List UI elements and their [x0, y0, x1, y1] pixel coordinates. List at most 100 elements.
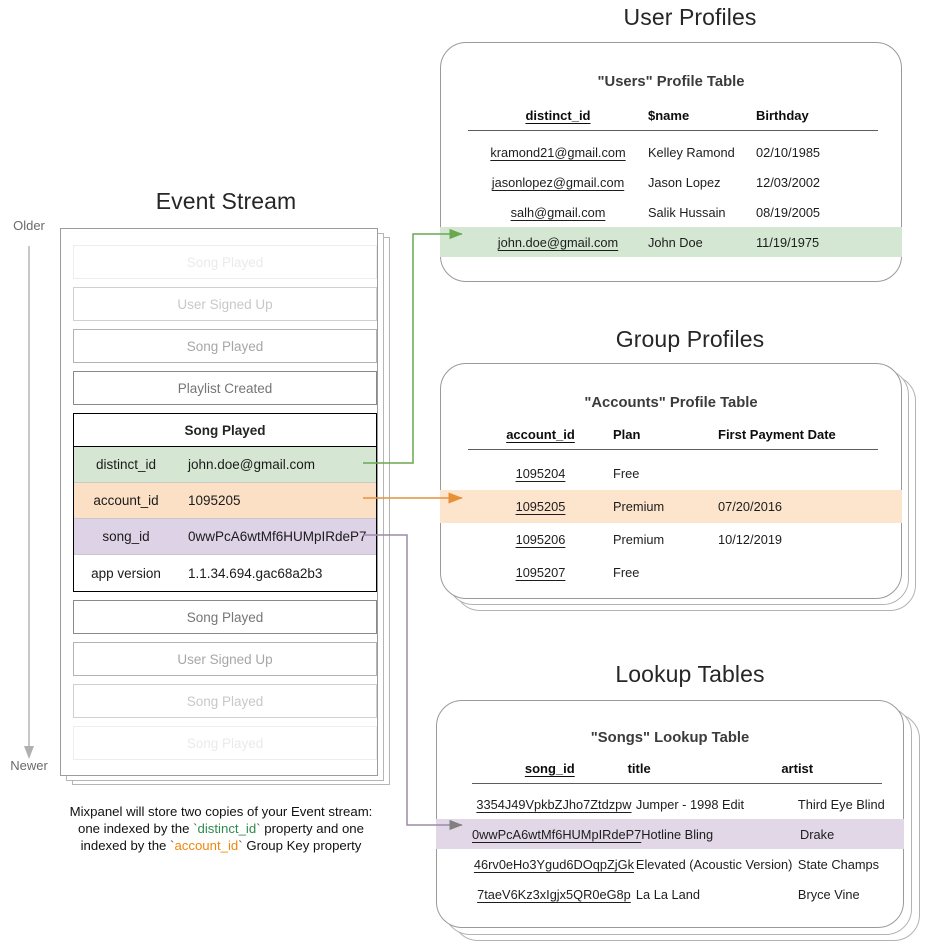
table-row[interactable]: 1095204 Free: [440, 457, 902, 490]
songs-cell-title: Hotline Bling: [641, 826, 714, 842]
users-cell-distinct-id: kramond21@gmail.com: [490, 144, 626, 160]
group-profiles-title: Group Profiles: [615, 326, 765, 352]
event-property-key: app version: [91, 565, 161, 581]
users-cell-distinct-id: john.doe@gmail.com: [497, 234, 619, 250]
event-property-key: song_id: [102, 529, 150, 544]
songs-cell-title: Jumper - 1998 Edit: [635, 796, 745, 812]
event-chip-label: Song Played: [186, 735, 264, 751]
accounts-col-account-id: account_id: [506, 427, 575, 442]
event-property-value: john.doe@gmail.com: [188, 457, 316, 472]
songs-table-header-row: song_id title artist: [472, 755, 882, 782]
table-row[interactable]: 3354J49VpkbZJho7Ztdzpw Jumper - 1998 Edi…: [436, 789, 904, 819]
table-row[interactable]: salh@gmail.com Salik Hussain 08/19/2005: [440, 197, 902, 227]
songs-cell-artist: Third Eye Blind: [797, 796, 885, 812]
songs-cell-title: La La Land: [635, 886, 700, 902]
event-chip[interactable]: User Signed Up: [73, 642, 377, 676]
accounts-card-layer-1: [440, 363, 902, 599]
songs-col-title: title: [627, 761, 651, 776]
event-chip-label: Song Played: [186, 609, 264, 625]
event-chip[interactable]: User Signed Up: [73, 287, 377, 321]
group-profiles-panel: "Accounts" Profile Table account_id Plan…: [440, 363, 930, 618]
table-row-highlighted[interactable]: 1095205 Premium 07/20/2016: [440, 490, 902, 523]
connector-distinct-id-to-users: [363, 228, 463, 464]
event-chip[interactable]: Song Played: [73, 329, 377, 363]
event-property-row: account_id 1095205: [74, 483, 376, 519]
songs-cell-artist: Drake: [800, 826, 835, 842]
users-cell-birthday: 11/19/1975: [756, 234, 820, 250]
users-col-distinct-id: distinct_id: [525, 108, 591, 123]
axis-label-newer: Newer: [10, 758, 48, 773]
users-cell-name: John Doe: [648, 234, 703, 250]
accounts-table-header-row: account_id Plan First Payment Date: [468, 421, 878, 448]
songs-table: song_id title artist 3354J49VpkbZJho7Ztd…: [436, 755, 904, 909]
event-chip[interactable]: Song Played: [73, 726, 377, 760]
expanded-event-name: Song Played: [74, 414, 376, 447]
event-chip-label: User Signed Up: [177, 651, 273, 667]
users-table-header-row: distinct_id $name Birthday: [468, 102, 878, 129]
expanded-event-card[interactable]: Song Played distinct_id john.doe@gmail.c…: [73, 413, 377, 592]
songs-cell-artist: Bryce Vine: [797, 886, 860, 902]
songs-cell-song-id: 0wwPcA6wtMf6HUMpIRdeP7: [472, 826, 642, 842]
users-table: distinct_id $name Birthday kramond21@gma…: [440, 102, 902, 257]
connector-song-id-to-songs: [363, 534, 463, 831]
songs-col-artist: artist: [781, 761, 814, 776]
event-property-row: distinct_id john.doe@gmail.com: [74, 447, 376, 483]
table-row[interactable]: 1095207 Free: [440, 556, 902, 589]
event-chip[interactable]: Song Played: [73, 245, 377, 279]
table-row-highlighted[interactable]: 0wwPcA6wtMf6HUMpIRdeP7 Hotline Bling Dra…: [436, 819, 904, 849]
caption-line-1: Mixpanel will store two copies of your E…: [69, 804, 373, 819]
table-row[interactable]: 7taeV6Kz3xIgjx5QR0eG8p La La Land Bryce …: [436, 879, 904, 909]
accounts-cell-first-payment-date: 10/12/2019: [718, 532, 783, 547]
backtick-close: `: [238, 838, 243, 853]
songs-table-title: "Songs" Lookup Table: [590, 730, 750, 746]
accounts-col-plan: Plan: [613, 427, 641, 442]
event-chip-label: Playlist Created: [177, 380, 273, 396]
table-row[interactable]: 1095206 Premium 10/12/2019: [440, 523, 902, 556]
event-chip[interactable]: Playlist Created: [73, 371, 377, 405]
users-cell-distinct-id: salh@gmail.com: [510, 204, 606, 220]
songs-cell-song-id: 3354J49VpkbZJho7Ztdzpw: [476, 796, 632, 812]
accounts-col-first-payment-date: First Payment Date: [718, 427, 836, 442]
time-axis-arrow: [24, 246, 34, 759]
users-cell-birthday: 02/10/1985: [756, 144, 821, 160]
accounts-cell-first-payment-date: 07/20/2016: [718, 499, 783, 514]
caption-token-account-id: account_id: [174, 838, 239, 853]
songs-table-rule: [472, 783, 882, 784]
event-chip-label: Song Played: [186, 338, 264, 354]
accounts-cell-plan: Free: [613, 466, 640, 481]
accounts-cell-account-id: 1095207: [515, 565, 566, 580]
table-row[interactable]: 46rv0eHo3Ygud6DOqpZjGk Elevated (Acousti…: [436, 849, 904, 879]
accounts-cell-plan: Premium: [613, 532, 665, 547]
users-cell-name: Jason Lopez: [648, 174, 721, 190]
songs-col-song-id: song_id: [524, 761, 575, 776]
backtick-close: `: [256, 821, 261, 836]
event-property-value: 1095205: [188, 493, 241, 508]
event-property-key: distinct_id: [95, 457, 157, 472]
event-stream-title: Event Stream: [155, 188, 297, 214]
users-cell-name: Kelley Ramond: [648, 144, 735, 160]
caption-line-3-pre: indexed by the: [80, 838, 171, 853]
event-property-row: song_id 0wwPcA6wtMf6HUMpIRdeP7: [74, 519, 376, 555]
users-cell-birthday: 08/19/2005: [756, 204, 821, 220]
stream-caption: Mixpanel will store two copies of your E…: [36, 803, 406, 854]
event-chip[interactable]: Song Played: [73, 600, 377, 634]
event-chip[interactable]: Song Played: [73, 684, 377, 718]
users-col-birthday: Birthday: [756, 108, 809, 123]
users-table-rule: [468, 130, 878, 131]
songs-cell-title: Elevated (Acoustic Version): [635, 856, 793, 872]
accounts-table: account_id Plan First Payment Date 10952…: [440, 421, 902, 589]
backtick-open: `: [170, 838, 175, 853]
table-row[interactable]: jasonlopez@gmail.com Jason Lopez 12/03/2…: [440, 167, 902, 197]
accounts-cell-plan: Premium: [613, 499, 665, 514]
table-row[interactable]: kramond21@gmail.com Kelley Ramond 02/10/…: [440, 137, 902, 167]
songs-cell-song-id: 46rv0eHo3Ygud6DOqpZjGk: [473, 856, 634, 872]
accounts-cell-account-id: 1095204: [515, 466, 566, 481]
event-property-value: 0wwPcA6wtMf6HUMpIRdeP7: [188, 529, 367, 544]
users-cell-name: Salik Hussain: [648, 204, 726, 220]
songs-cell-artist: State Champs: [797, 856, 880, 872]
accounts-table-rule: [468, 449, 878, 450]
event-chip-label: User Signed Up: [177, 296, 273, 312]
table-row-highlighted[interactable]: john.doe@gmail.com John Doe 11/19/1975: [440, 227, 902, 257]
time-axis: Older Newer: [0, 218, 58, 778]
